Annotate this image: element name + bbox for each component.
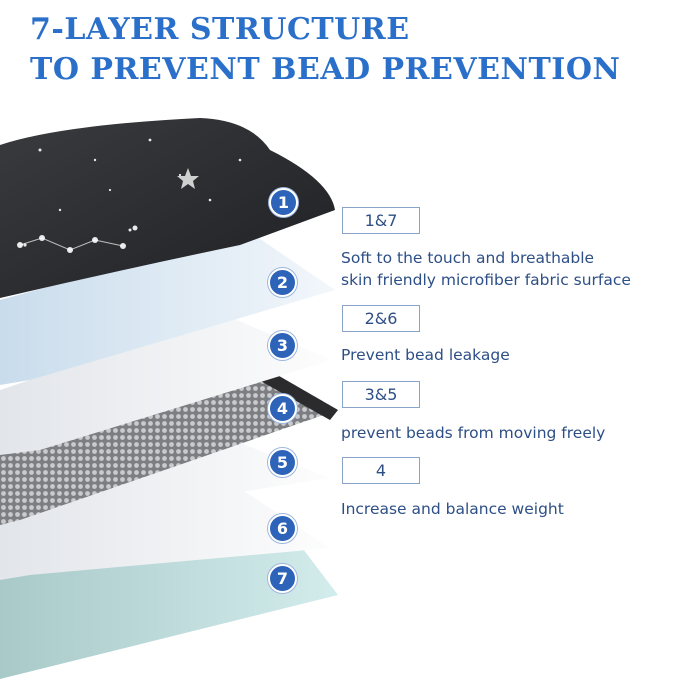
label-tag-2-6: 2&6 [342,305,420,332]
title-line-2: TO PREVENT BEAD PREVENTION [30,52,621,87]
layer-badge-1: 1 [269,188,298,217]
label-description-1-7-line-2: skin friendly microfiber fabric surface [341,271,631,289]
layer-3 [0,315,332,455]
layer-badge-7: 7 [268,564,297,593]
label-description-4: Increase and balance weight [341,500,564,518]
label-tag-1-7: 1&7 [342,207,420,234]
label-description-1-7-line-1: Soft to the touch and breathable [341,249,595,267]
layer-2 [0,232,335,385]
layer-badge-6: 6 [268,514,297,543]
layer-badge-4: 4 [268,394,297,423]
layer-1 [0,118,335,298]
title-line-1: 7-LAYER STRUCTURE [30,12,410,47]
label-tag-4: 4 [342,457,420,484]
layer-badge-3: 3 [268,331,297,360]
layer-badge-5: 5 [268,448,297,477]
label-tag-3-5: 3&5 [342,381,420,408]
layer-badge-2: 2 [268,268,297,297]
label-description-3-5: prevent beads from moving freely [341,424,606,442]
label-description-2-6: Prevent bead leakage [341,346,510,364]
layer-7 [0,545,338,679]
